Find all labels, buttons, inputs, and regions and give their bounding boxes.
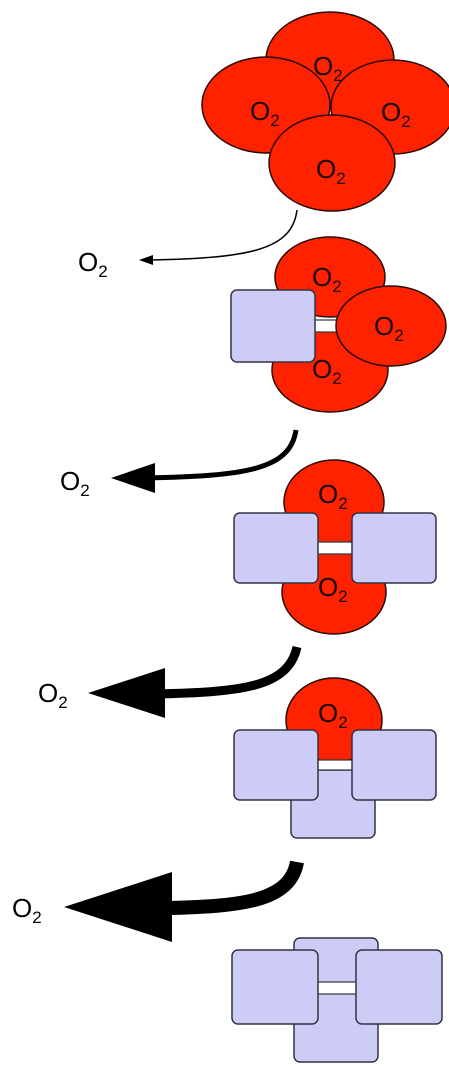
o2-label: O2 bbox=[312, 262, 342, 296]
release-arrow-2: O2 bbox=[60, 429, 299, 500]
release-arrow-1-shaft bbox=[149, 209, 298, 261]
o2-label: O2 bbox=[374, 311, 404, 345]
oxygen-subunit-bottom bbox=[268, 114, 396, 212]
o2-label: O2 bbox=[312, 354, 342, 388]
deoxygenated-subunit-right bbox=[355, 949, 443, 1025]
released-o2-label: O2 bbox=[78, 247, 108, 281]
release-arrow-3: O2 bbox=[38, 645, 302, 718]
o2-label: O2 bbox=[318, 572, 348, 606]
release-arrow-4-head bbox=[64, 872, 172, 942]
o2-label: O2 bbox=[316, 154, 346, 188]
stage-5-deoxygenated bbox=[231, 937, 443, 1063]
release-arrow-4-shaft bbox=[169, 860, 304, 915]
released-o2-label: O2 bbox=[12, 893, 42, 927]
released-o2-label: O2 bbox=[60, 466, 90, 500]
deoxygenated-subunit-left bbox=[230, 289, 316, 363]
released-o2-label: O2 bbox=[38, 678, 68, 712]
release-arrow-3-shaft bbox=[154, 645, 302, 699]
stage-1-fully-oxygenated: O2 O2 O2 O2 bbox=[201, 11, 449, 212]
stage-3-two-oxygen: O2 O2 bbox=[233, 459, 437, 635]
link-bar bbox=[313, 981, 363, 995]
deoxygenated-subunit-left bbox=[233, 512, 319, 584]
release-arrow-2-shaft bbox=[144, 429, 299, 481]
o2-label: O2 bbox=[318, 479, 348, 513]
deoxygenated-subunit-right bbox=[351, 512, 437, 584]
deoxygenated-subunit-left bbox=[233, 729, 319, 801]
deoxygenated-subunit-left bbox=[231, 949, 319, 1025]
o2-label: O2 bbox=[313, 51, 343, 85]
release-arrow-1: O2 bbox=[78, 209, 298, 281]
release-arrow-2-head bbox=[111, 463, 155, 493]
release-arrow-3-head bbox=[88, 668, 165, 718]
stage-2-three-oxygen: O2 O2 O2 bbox=[230, 236, 447, 413]
o2-label: O2 bbox=[250, 96, 280, 130]
o2-label: O2 bbox=[381, 97, 411, 131]
deoxygenated-subunit-right bbox=[351, 729, 437, 801]
release-arrow-1-head bbox=[139, 255, 153, 265]
o2-label: O2 bbox=[318, 698, 348, 732]
oxygen-subunit-right bbox=[335, 285, 447, 367]
stage-4-one-oxygen: O2 bbox=[233, 677, 437, 839]
release-arrow-4: O2 bbox=[12, 860, 304, 942]
